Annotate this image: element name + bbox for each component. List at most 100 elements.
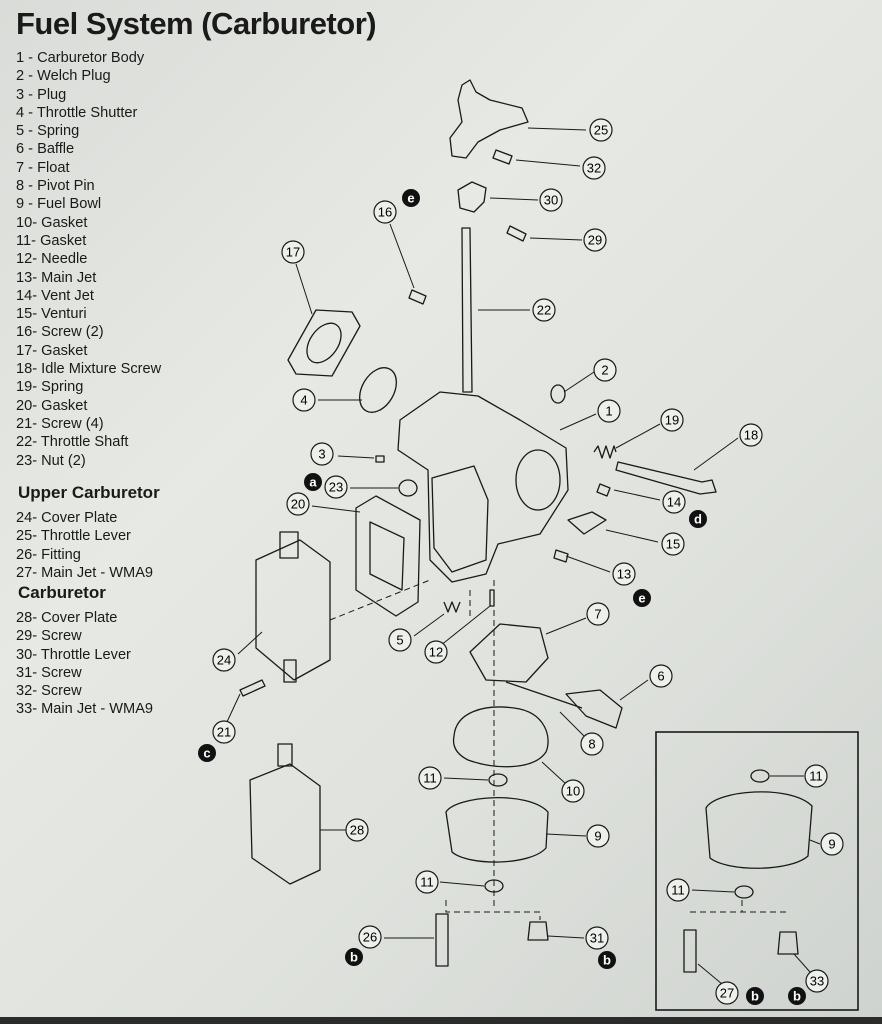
leader-line <box>615 423 661 449</box>
reference-badge <box>198 744 216 762</box>
callout-15: 15 <box>661 532 685 556</box>
legend-item: 22- Throttle Shaft <box>16 434 129 451</box>
callout-number: 26 <box>363 930 377 945</box>
leader-line <box>559 413 597 431</box>
leader-line <box>605 529 659 543</box>
reference-letter-text: b <box>603 953 611 968</box>
leader-line <box>443 777 489 781</box>
leader-line <box>793 953 811 973</box>
callout-number: 11 <box>809 769 823 784</box>
callout-circle <box>539 188 563 212</box>
carburetor-heading: Carburetor <box>18 583 106 602</box>
legend-item: 11- Gasket <box>16 232 87 249</box>
callout-circle <box>662 490 686 514</box>
upper-carburetor-heading: Upper Carburetor <box>18 483 160 502</box>
part-gasket-17 <box>287 309 361 377</box>
legend-item: 19- Spring <box>16 379 84 396</box>
reference-letter-e: e <box>402 189 420 207</box>
callout-circle <box>661 532 685 556</box>
legend-item: 32- Screw <box>16 683 82 700</box>
leader-line <box>563 371 595 393</box>
legend-item: 4 - Throttle Shutter <box>16 104 138 121</box>
legend-item: 13- Main Jet <box>16 269 97 286</box>
part-baffle-6 <box>565 689 623 729</box>
callout-number: 31 <box>590 931 604 946</box>
callout-circle <box>424 640 448 664</box>
callout-number: 27 <box>720 986 734 1001</box>
part-cover-plate-24-bottom-fitting <box>283 659 297 683</box>
part-fitting-26 <box>435 913 449 967</box>
callout-number: 11 <box>420 875 434 890</box>
callout-30: 30 <box>539 188 563 212</box>
callout-24: 24 <box>212 648 236 672</box>
leader-line <box>691 889 735 893</box>
callout-circle <box>373 200 397 224</box>
callout-circle <box>212 720 236 744</box>
legend-item: 9 - Fuel Bowl <box>16 196 102 213</box>
callout-4: 4 <box>292 388 316 412</box>
callout-29: 29 <box>583 228 607 252</box>
part-carburetor-body-1-flange <box>431 465 489 573</box>
page-title: Fuel System (Carburetor) <box>16 6 377 41</box>
callout-number: 9 <box>828 837 835 852</box>
callout-33: 33 <box>805 969 829 993</box>
callout-number: 6 <box>657 669 664 684</box>
reference-badge <box>633 589 651 607</box>
callout-12: 12 <box>424 640 448 664</box>
callout-25: 25 <box>589 118 613 142</box>
screen-bottom-edge <box>0 1017 882 1024</box>
reference-letter-d: d <box>689 510 707 528</box>
callout-number: 25 <box>594 123 608 138</box>
callout-number: 32 <box>587 161 601 176</box>
reference-letter-text: e <box>407 191 414 206</box>
part-main-jet-33 <box>777 931 799 955</box>
callout-number: 15 <box>666 537 680 552</box>
leader-line <box>413 613 445 637</box>
part-screw-32 <box>492 149 513 165</box>
leader-line <box>389 223 415 289</box>
reference-letter-text: e <box>638 591 645 606</box>
callout-circle <box>666 878 690 902</box>
callout-number: 13 <box>617 567 631 582</box>
callout-16: 16 <box>373 200 397 224</box>
part-cover-plate-28 <box>249 763 321 885</box>
part-cover-plate-24-fitting <box>279 531 299 559</box>
reference-letter-a: a <box>304 473 322 491</box>
reference-badge <box>402 189 420 207</box>
part-carburetor-body-1-bore <box>515 449 561 511</box>
callout-11: 11 <box>415 870 439 894</box>
assembly-line <box>445 900 541 920</box>
reference-letter-text: b <box>793 989 801 1004</box>
callout-number: 28 <box>350 823 364 838</box>
callout-circle <box>212 648 236 672</box>
callout-19: 19 <box>660 408 684 432</box>
reference-badge <box>746 987 764 1005</box>
leader-line <box>697 963 723 985</box>
callout-28: 28 <box>345 818 369 842</box>
part-idle-mixture-screw-18 <box>615 461 717 495</box>
legend-item: 20- Gasket <box>16 397 88 414</box>
callout-number: 2 <box>601 363 608 378</box>
callout-group: 2532302916172224119183231420151375122462… <box>212 118 844 1005</box>
callout-17: 17 <box>281 240 305 264</box>
leader-line <box>515 159 581 167</box>
inset-frame <box>655 731 859 1011</box>
reference-letter-text: a <box>309 475 317 490</box>
part-main-jet-13 <box>553 549 569 563</box>
legend-item: 31- Screw <box>16 664 82 681</box>
leader-line <box>439 881 485 887</box>
callout-number: 19 <box>665 413 679 428</box>
leader-line <box>559 711 585 737</box>
callout-number: 1 <box>605 404 612 419</box>
callout-number: 9 <box>594 829 601 844</box>
parts-legend-lower: 28- Cover Plate 29- Screw 30- Throttle L… <box>16 609 153 719</box>
legend-item: 10- Gasket <box>16 214 88 231</box>
leader-line <box>613 489 661 501</box>
reference-letter-b: b <box>788 987 806 1005</box>
callout-circle <box>649 664 673 688</box>
callout-circle <box>805 969 829 993</box>
callout-11: 11 <box>666 878 690 902</box>
callout-23: 23 <box>324 475 348 499</box>
callout-26: 26 <box>358 925 382 949</box>
legend-item: 27- Main Jet - WMA9 <box>16 564 154 581</box>
